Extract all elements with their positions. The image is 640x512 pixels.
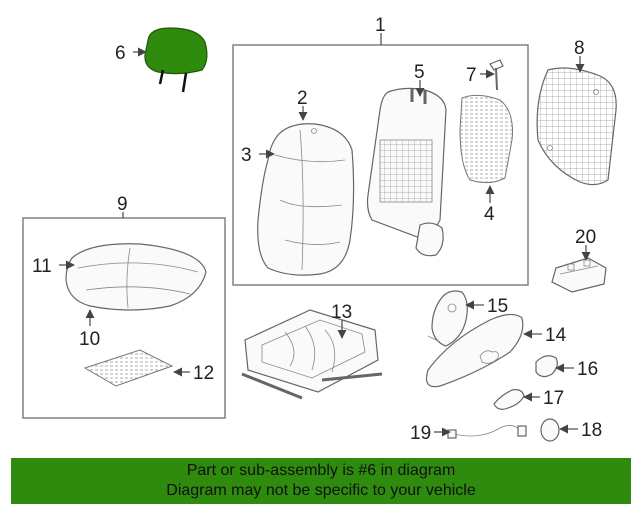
callout-8: 8: [574, 38, 585, 59]
callout-7: 7: [466, 65, 477, 86]
callout-1: 1: [375, 15, 386, 36]
seat-track-part[interactable]: [241, 309, 383, 400]
cap-part[interactable]: [540, 418, 560, 442]
callout-20: 20: [575, 227, 596, 248]
knob-part[interactable]: [535, 355, 558, 378]
callout-6: 6: [115, 43, 126, 64]
cushion-pad-part[interactable]: [83, 349, 174, 387]
callout-10: 10: [79, 329, 100, 350]
callout-3: 3: [241, 145, 252, 166]
bracket-part[interactable]: [551, 257, 607, 293]
wire-harness-part[interactable]: [447, 425, 527, 439]
info-banner: Part or sub-assembly is #6 in diagram Di…: [11, 458, 631, 504]
back-panel-part[interactable]: [536, 67, 617, 186]
callout-11: 11: [32, 256, 52, 277]
callout-12: 12: [193, 363, 214, 384]
lever-part[interactable]: [493, 389, 525, 410]
banner-line-1: Part or sub-assembly is #6 in diagram: [186, 462, 456, 479]
leader-lines: [59, 33, 591, 437]
callout-4: 4: [484, 204, 495, 225]
callout-15: 15: [487, 296, 508, 317]
callout-9: 9: [117, 194, 128, 215]
seatback-frame-part[interactable]: [366, 87, 447, 257]
callout-13: 13: [331, 302, 352, 323]
seatback-cover-part[interactable]: [257, 123, 355, 276]
callout-17: 17: [543, 388, 564, 409]
callout-2: 2: [297, 88, 308, 109]
callout-19: 19: [410, 423, 431, 444]
cushion-group-box: [22, 217, 226, 419]
callout-14: 14: [545, 325, 567, 346]
seatback-pad-part[interactable]: [459, 94, 513, 184]
callout-18: 18: [581, 420, 602, 441]
callout-16: 16: [577, 359, 598, 380]
recliner-cover-part[interactable]: [427, 290, 468, 347]
headrest-part[interactable]: [144, 27, 208, 93]
cushion-cover-part[interactable]: [65, 243, 207, 311]
callout-5: 5: [414, 62, 425, 83]
banner-line-2: Diagram may not be specific to your vehi…: [166, 482, 476, 499]
side-shield-part[interactable]: [425, 313, 524, 388]
bolt-part[interactable]: [489, 59, 504, 91]
